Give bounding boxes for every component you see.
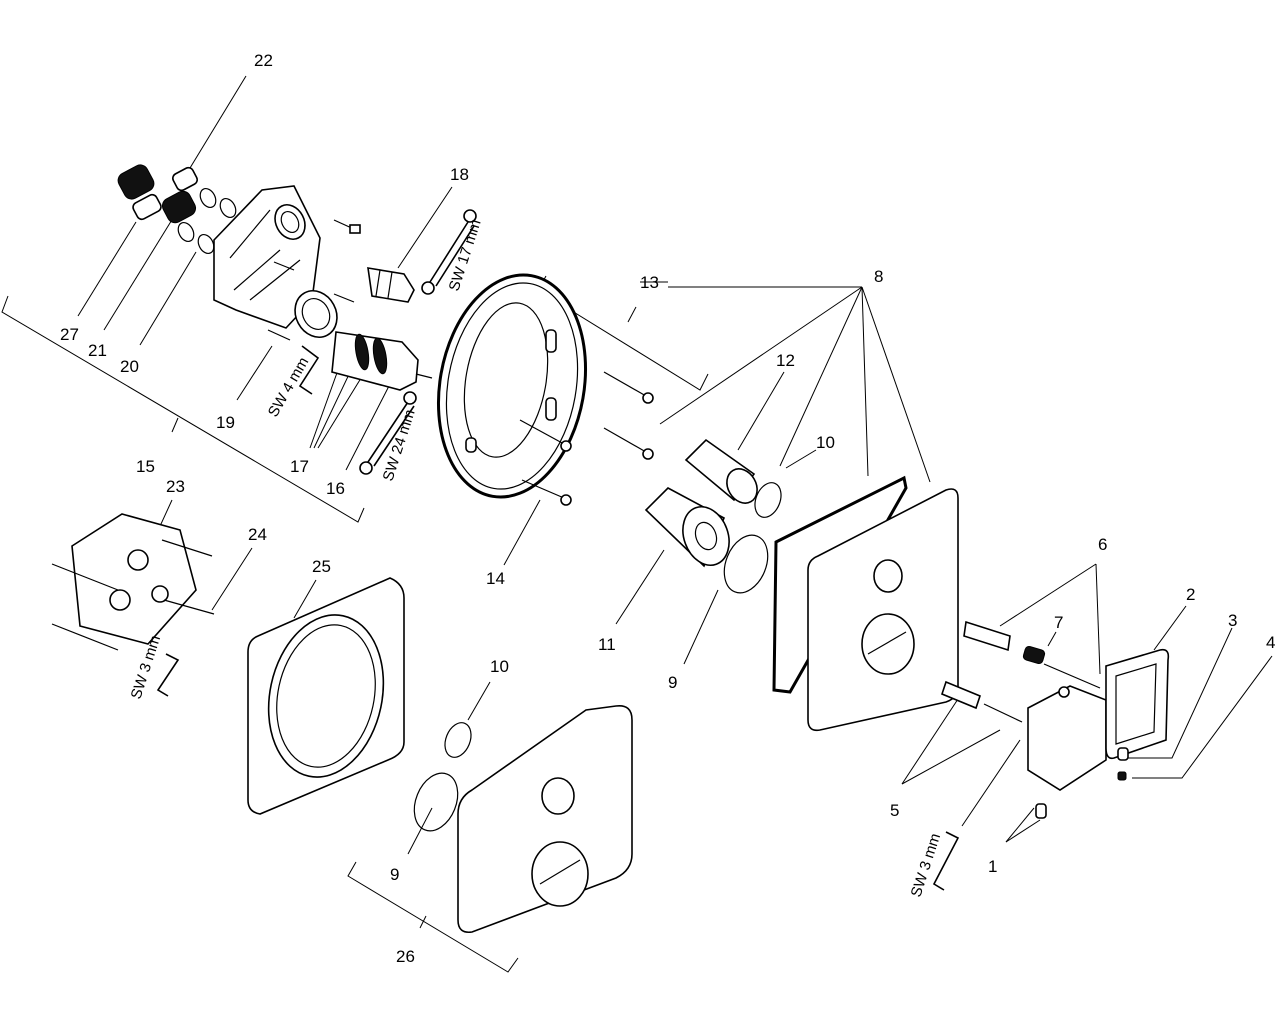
tool-label-sw24: SW 24 mm [380, 407, 419, 483]
part-trim-26 [457, 704, 633, 934]
part-small-screws [267, 219, 361, 341]
label-10b: 10 [490, 657, 509, 676]
part-sleeves-11-12 [644, 438, 758, 568]
label-11: 11 [598, 635, 616, 654]
leader-lines [1, 75, 1273, 973]
part-cartridge-17 [331, 331, 433, 391]
part-valve-body [213, 185, 338, 338]
label-3: 3 [1228, 611, 1237, 630]
label-18: 18 [450, 165, 469, 184]
label-20: 20 [120, 357, 139, 376]
label-21: 21 [88, 341, 107, 360]
part-orings-9-10 [413, 482, 782, 832]
part-valve-18 [367, 267, 415, 303]
part-frame-25 [247, 577, 405, 815]
label-13: 13 [640, 273, 659, 292]
label-9b: 9 [390, 865, 399, 884]
label-17: 17 [290, 457, 309, 476]
part-handles-6-7 [941, 620, 1101, 723]
label-16: 16 [326, 479, 345, 498]
part-mounting-plate-13 [436, 273, 588, 499]
part-knob-1 [1027, 685, 1107, 819]
part-cartridges-27-21 [117, 164, 198, 224]
label-26: 26 [396, 947, 415, 966]
part-number-labels: 1 2 3 4 5 6 7 8 9 9 10 10 11 12 13 14 15… [60, 51, 1275, 966]
label-5: 5 [890, 801, 899, 820]
part-rough-in-23 [51, 513, 215, 651]
label-24: 24 [248, 525, 267, 544]
part-cover-plate-8 [807, 488, 959, 732]
label-7: 7 [1054, 613, 1063, 632]
label-10a: 10 [816, 433, 835, 452]
part-orings-20 [177, 187, 237, 255]
label-1: 1 [988, 857, 997, 876]
label-25: 25 [312, 557, 331, 576]
label-19: 19 [216, 413, 235, 432]
label-9a: 9 [668, 673, 677, 692]
part-knob-2 [1105, 648, 1170, 781]
label-27: 27 [60, 325, 79, 344]
tool-label-sw17: SW 17 mm [446, 217, 485, 293]
label-8: 8 [874, 267, 883, 286]
label-2: 2 [1186, 585, 1195, 604]
part-screws-14 [519, 371, 654, 506]
label-22: 22 [254, 51, 273, 70]
label-15: 15 [136, 457, 155, 476]
label-4: 4 [1266, 633, 1275, 652]
tool-wrenches [156, 209, 960, 891]
label-14: 14 [486, 569, 505, 588]
label-6: 6 [1098, 535, 1107, 554]
label-12: 12 [776, 351, 795, 370]
tool-label-sw3b: SW 3 mm [908, 831, 945, 899]
label-23: 23 [166, 477, 185, 496]
